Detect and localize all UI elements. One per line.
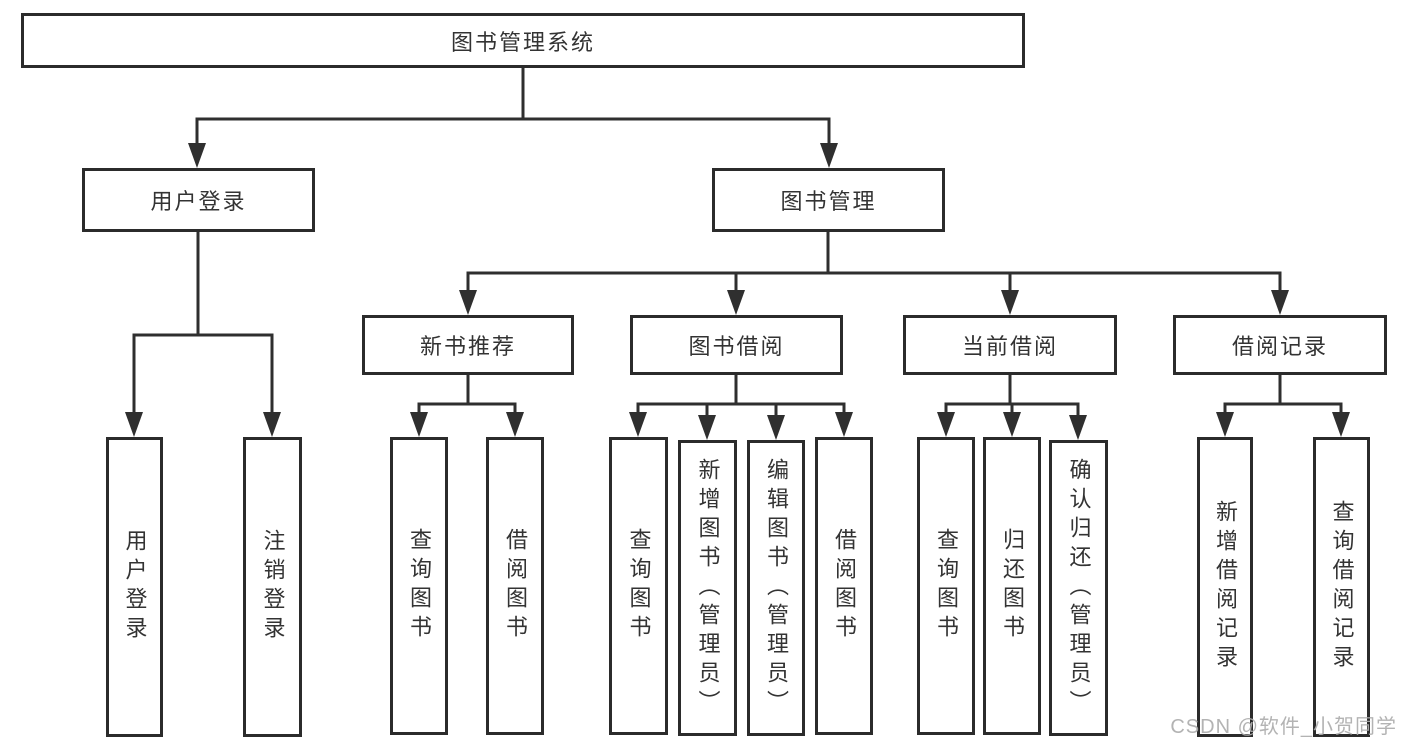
leaf-current-confirm-return-admin-label: 确认归还（管理员） [1066,457,1092,719]
arrowhead-br-query [1332,412,1350,437]
arrowhead-current [1001,290,1019,315]
node-borrow-records: 借阅记录 [1173,315,1387,375]
leaf-recommend-borrow-books-label: 借阅图书 [503,528,528,644]
leaf-borrowing-add-books-admin-label: 新增图书（管理员） [695,457,721,719]
leaf-current-query-books-label: 查询图书 [934,528,959,644]
leaf-user-login: 用户登录 [106,437,163,737]
csdn-watermark: CSDN @软件_小贺同学 [1170,716,1397,738]
leaf-logout-login: 注销登录 [243,437,302,737]
leaf-current-query-books: 查询图书 [917,437,975,735]
leaf-borrowing-borrow-books-label: 借阅图书 [832,528,857,644]
leaf-records-query-record-label: 查询借阅记录 [1329,500,1355,674]
arrowhead-rec-borrow [506,412,524,437]
arrowhead-rec-query [410,412,428,437]
leaf-records-query-record: 查询借阅记录 [1313,437,1370,737]
arrowhead-br-add [1216,412,1234,437]
node-book-borrowing: 图书借阅 [630,315,843,375]
arrowhead-bb-query [629,412,647,437]
leaf-recommend-query-books: 查询图书 [390,437,448,735]
arrowhead-bb-add [698,415,716,440]
arrowhead-recommend [459,290,477,315]
arrowhead-book-mgmt [820,143,838,168]
arrowhead-bb-borrow [835,412,853,437]
leaf-user-login-label: 用户登录 [122,529,148,645]
node-new-book-recommend: 新书推荐 [362,315,574,375]
leaf-borrowing-query-books-label: 查询图书 [626,528,652,644]
arrowhead-leaf-user-login [125,412,143,437]
arrowhead-records [1271,290,1289,315]
node-current-borrowing: 当前借阅 [903,315,1117,375]
arrowhead-cb-query [937,412,955,437]
node-book-management: 图书管理 [712,168,945,232]
node-user-login: 用户登录 [82,168,315,232]
leaf-current-return-books-label: 归还图书 [1000,528,1025,644]
leaf-recommend-query-books-label: 查询图书 [407,528,432,644]
leaf-borrowing-edit-books-admin: 编辑图书（管理员） [747,440,805,736]
arrowhead-leaf-logout [263,412,281,437]
leaf-logout-login-label: 注销登录 [260,529,286,645]
leaf-records-add-record: 新增借阅记录 [1197,437,1253,737]
arrowhead-borrowing [727,290,745,315]
arrowhead-cb-return [1003,412,1021,437]
leaf-borrowing-query-books: 查询图书 [609,437,668,735]
node-library-system: 图书管理系统 [21,13,1025,68]
leaf-borrowing-borrow-books: 借阅图书 [815,437,873,735]
leaf-current-return-books: 归还图书 [983,437,1041,735]
leaf-borrowing-add-books-admin: 新增图书（管理员） [678,440,737,736]
leaf-current-confirm-return-admin: 确认归还（管理员） [1049,440,1108,736]
arrowhead-cb-confirm [1069,415,1087,440]
arrowhead-user-login [188,143,206,168]
arrowhead-bb-edit [767,415,785,440]
leaf-recommend-borrow-books: 借阅图书 [486,437,544,735]
leaf-borrowing-edit-books-admin-label: 编辑图书（管理员） [764,457,789,719]
leaf-records-add-record-label: 新增借阅记录 [1213,500,1238,674]
